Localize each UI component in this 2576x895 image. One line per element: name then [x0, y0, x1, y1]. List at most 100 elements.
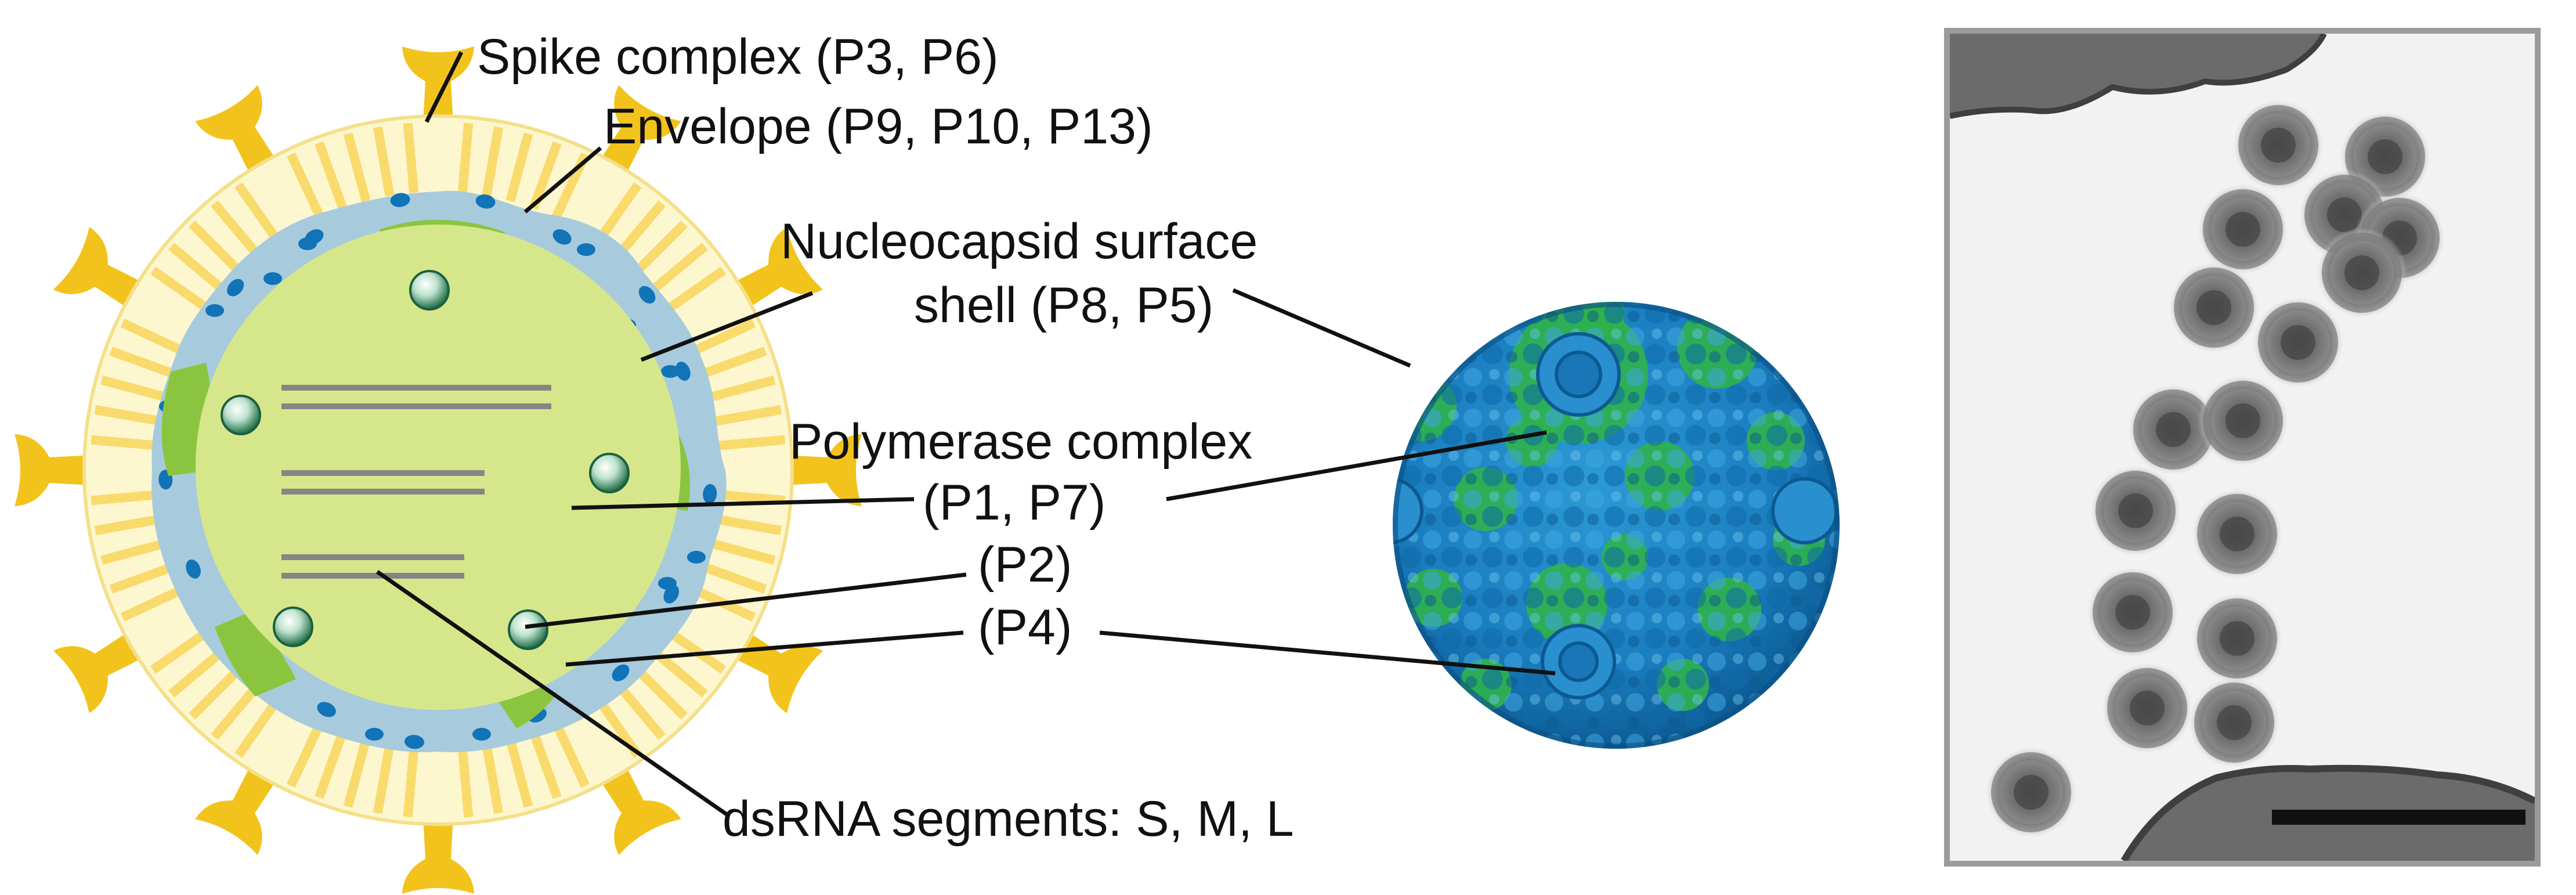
stripe-bar [120, 583, 188, 622]
blue-protein-dot [227, 279, 244, 297]
stripe-bar [109, 347, 178, 380]
virus-particle [2090, 465, 2181, 556]
stripe-bar [551, 720, 590, 788]
stripe-bar [631, 663, 688, 720]
membrane-top [1950, 34, 2324, 116]
stripe-bar [150, 626, 213, 674]
particle-shell [2093, 572, 2173, 652]
particle-core [2130, 691, 2165, 726]
envelope-stripe [505, 132, 533, 203]
spike-shape [15, 434, 113, 506]
envelope-stripe [711, 405, 782, 427]
stripe-bar [594, 182, 642, 245]
virus-particle [2169, 262, 2259, 353]
envelope-stripe [91, 489, 161, 506]
stripe-bar [120, 319, 188, 357]
envelope-stripe [211, 200, 263, 260]
stripe-bar [168, 645, 228, 698]
stripe-bar [663, 266, 727, 315]
virus-particle [2102, 663, 2192, 753]
particle-core [2344, 255, 2379, 290]
stripe-bar [529, 730, 562, 799]
stripe-bar [715, 435, 786, 451]
stripe-bar [457, 747, 474, 818]
stripe-bar [711, 405, 782, 427]
spike-shape [402, 795, 474, 894]
envelope-stripe [189, 221, 245, 277]
virus-particle [2317, 228, 2407, 318]
particle-core [2220, 621, 2255, 656]
envelope-stripe [168, 243, 228, 295]
envelope-stripes [91, 122, 786, 818]
blue-protein-dot [317, 702, 336, 717]
particle-shell [2322, 233, 2402, 313]
blue-protein-dot [404, 735, 425, 749]
envelope-stripe [698, 347, 767, 380]
particle-shell [2203, 381, 2283, 461]
envelope-stripe [150, 626, 213, 674]
envelope-stripe [457, 122, 474, 193]
envelope-stripe [613, 200, 666, 260]
stripe-bar [189, 663, 245, 720]
particle-core [2196, 290, 2231, 325]
virus-particle [2233, 100, 2324, 190]
stripe-bar [234, 182, 283, 245]
particle-core [2225, 403, 2260, 438]
stripe-bar [91, 489, 161, 506]
stripe-bar [211, 200, 263, 260]
spike-complex [15, 434, 113, 506]
envelope-stripe [631, 663, 688, 720]
envelope-stripe [482, 126, 504, 197]
membrane-top-edge [1950, 34, 2327, 119]
envelope-stripe [373, 126, 395, 197]
virus-particle [2192, 593, 2282, 684]
virus-particle [2192, 489, 2282, 579]
blue-protein-dot [675, 362, 691, 381]
envelope-stripe [529, 141, 562, 210]
envelope-stripe [315, 730, 348, 799]
stripe-bar [287, 152, 325, 220]
blue-protein-dot [552, 229, 572, 245]
particle-core [2327, 197, 2362, 232]
stripe-bar [648, 243, 708, 295]
envelope-stripe [343, 738, 371, 808]
membrane-bottom-edge [2120, 764, 2535, 861]
stripe-bar [613, 200, 666, 260]
envelope-stripe [94, 405, 165, 427]
envelope-stripe [403, 747, 419, 818]
stripe-bar [482, 744, 504, 814]
virus-particles [1986, 100, 2445, 838]
envelope-stripe [529, 730, 562, 799]
envelope-stripe [120, 319, 188, 357]
stripe-bar [698, 561, 767, 594]
particle-core [2225, 212, 2260, 247]
envelope-stripe [648, 243, 708, 295]
particle-core [2115, 595, 2150, 630]
label-p4: (P4) [978, 600, 1072, 655]
particle-shell [2197, 598, 2277, 679]
label-dsrna-segments: dsRNA segments: S, M, L [722, 791, 1294, 847]
envelope-stripe [91, 435, 161, 451]
blue-protein-dot [390, 193, 410, 207]
blue-protein-dot [687, 551, 706, 564]
particle-core [2261, 128, 2296, 163]
envelope-stripe [715, 435, 786, 451]
envelope-stripe [706, 537, 776, 565]
stripe-bar [150, 266, 213, 315]
envelope-stripe [505, 738, 533, 808]
stripe-bar [403, 122, 419, 193]
envelope-stripe [315, 141, 348, 210]
spike-shape [763, 434, 862, 506]
particle-shell [2258, 302, 2338, 382]
labels: Spike complex (P3, P6) Envelope (P9, P10… [477, 29, 1294, 847]
envelope-stripe [594, 695, 642, 759]
label-polymerase-line1: Polymerase complex [789, 414, 1252, 470]
capsid-turrets [1393, 332, 1838, 699]
envelope-stripe [663, 626, 727, 674]
envelope-stripe [706, 375, 776, 403]
stripe-bar [698, 347, 767, 380]
blue-protein-dot [472, 728, 491, 741]
blue-protein-dot [298, 237, 317, 250]
label-nucleocapsid-line2: shell (P8, P5) [914, 277, 1213, 333]
stripe-bar [168, 243, 228, 295]
